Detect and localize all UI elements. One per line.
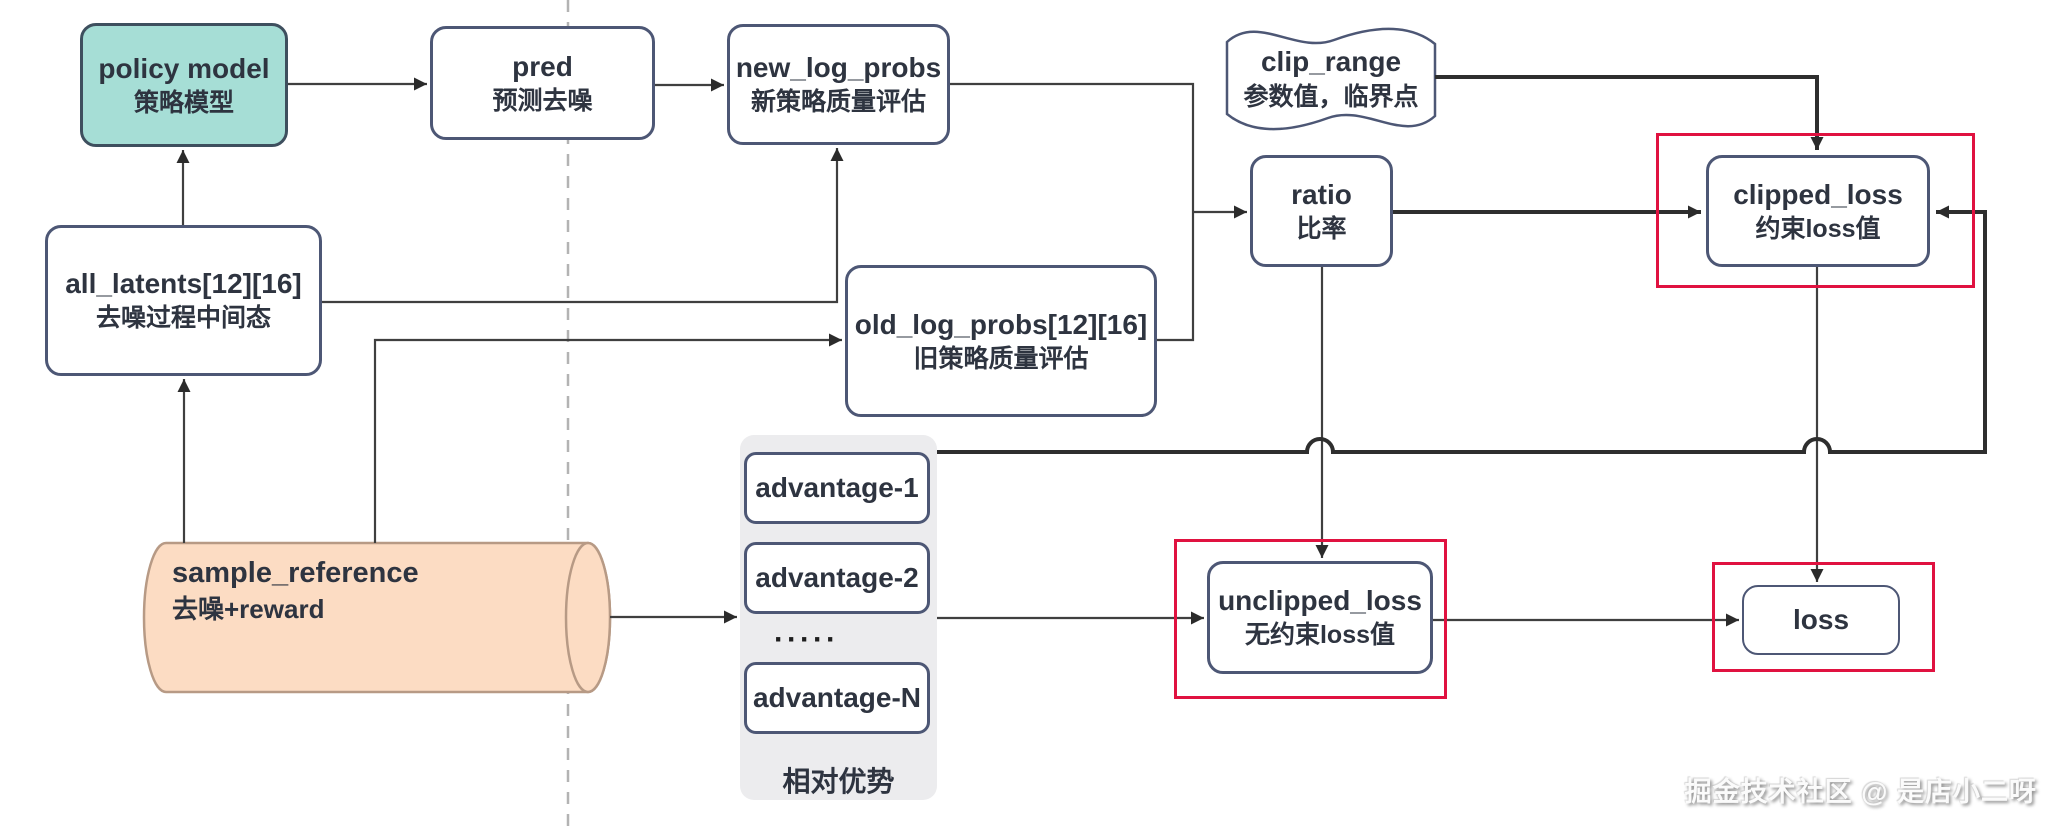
node-policy-model: policy model 策略模型 (80, 23, 288, 147)
node-loss-title: loss (1792, 603, 1850, 635)
node-policy-model-title: policy model (98, 52, 270, 84)
node-ratio-title: ratio (1291, 178, 1352, 210)
thick-connectors (937, 75, 1987, 454)
node-clipped-loss-title: clipped_loss (1733, 178, 1903, 210)
node-advantage-n-label: advantage-N (752, 682, 922, 713)
thin-connectors (176, 77, 1824, 627)
sample-reference-cylinder-shape (142, 541, 612, 694)
edge-clip-range-to-clipped-loss (1435, 75, 1824, 150)
node-new-log-probs-subtitle: 新策略质量评估 (750, 88, 926, 117)
node-advantage-2: advantage-2 (744, 542, 930, 614)
advantages-ellipsis: ····· (774, 623, 839, 656)
node-sample-reference-title: sample_reference (172, 557, 419, 589)
node-pred-title: pred (512, 50, 573, 82)
node-clip-range-subtitle: 参数值，临界点 (1243, 83, 1419, 112)
node-ratio-subtitle: 比率 (1296, 214, 1347, 243)
node-all-latents-subtitle: 去噪过程中间态 (95, 304, 271, 333)
node-ratio: ratio 比率 (1250, 155, 1393, 267)
node-old-log-probs-title: old_log_probs[12][16] (854, 308, 1148, 340)
clip-range-flag-shape (1225, 27, 1437, 131)
node-sample-reference-label: sample_reference 去噪+reward (172, 555, 419, 626)
node-new-log-probs: new_log_probs 新策略质量评估 (727, 24, 950, 145)
node-new-log-probs-title: new_log_probs (735, 52, 942, 84)
node-advantage-n: advantage-N (744, 662, 930, 734)
node-old-log-probs: old_log_probs[12][16] 旧策略质量评估 (845, 265, 1157, 417)
node-clip-range-label: clip_range 参数值，临界点 (1227, 38, 1435, 120)
edge-all-latents-to-new-log-probs (322, 148, 844, 304)
node-pred: pred 预测去噪 (430, 26, 655, 140)
node-loss: loss (1742, 585, 1900, 655)
watermark-text: 掘金技术社区 @ 是店小二呀 (1684, 777, 2037, 807)
highlight-rect-clipped-loss (1656, 133, 1975, 288)
node-advantage-2-label: advantage-2 (755, 562, 919, 593)
node-all-latents-title: all_latents[12][16] (65, 268, 302, 300)
edge-cylinder-to-old-log-probs (373, 333, 842, 543)
node-unclipped-loss-title: unclipped_loss (1218, 585, 1422, 617)
node-unclipped-loss: unclipped_loss 无约束loss值 (1207, 561, 1433, 674)
highlight-rect-loss (1712, 562, 1935, 672)
node-old-log-probs-subtitle: 旧策略质量评估 (913, 344, 1089, 373)
node-unclipped-loss-subtitle: 无约束loss值 (1244, 621, 1396, 650)
node-sample-reference-subtitle: 去噪+reward (172, 593, 325, 624)
node-clip-range-title: clip_range (1260, 46, 1402, 78)
advantages-group: advantage-1 advantage-2 ····· advantage-… (740, 435, 937, 800)
node-clipped-loss: clipped_loss 约束loss值 (1706, 155, 1930, 267)
node-clipped-loss-subtitle: 约束loss值 (1755, 214, 1881, 243)
node-policy-model-subtitle: 策略模型 (133, 88, 234, 117)
advantages-group-label: 相对优势 (782, 766, 895, 797)
node-all-latents: all_latents[12][16] 去噪过程中间态 (45, 225, 322, 376)
node-advantage-1-label: advantage-1 (755, 472, 919, 503)
highlight-rect-unclipped-loss (1174, 539, 1447, 699)
node-pred-subtitle: 预测去噪 (492, 86, 593, 115)
node-advantage-1: advantage-1 (744, 452, 930, 524)
edge-advantages-to-clipped-loss (937, 205, 1987, 454)
